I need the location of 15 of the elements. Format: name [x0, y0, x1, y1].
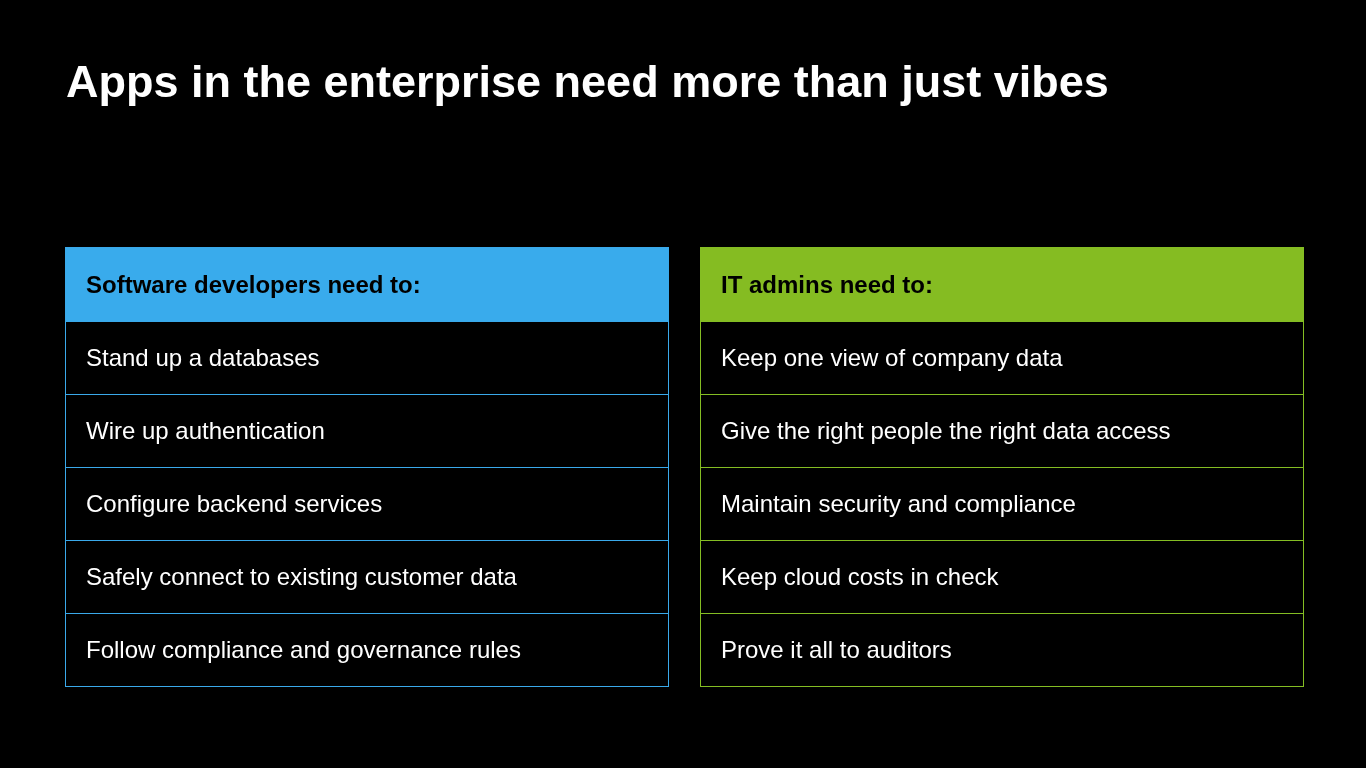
header-cell: IT admins need to:	[701, 248, 1303, 321]
table-box	[700, 247, 1304, 687]
table-cell: Give the right people the right data access	[701, 394, 1303, 467]
table-cell: Maintain security and compliance	[701, 467, 1303, 540]
table-cell: Wire up authentication	[66, 394, 668, 467]
slide-title: Apps in the enterprise need more than just vibes	[66, 55, 1109, 109]
table-cell: Stand up a databases	[66, 321, 668, 394]
table-cell: Configure backend services	[66, 467, 668, 540]
header-cell: Software developers need to:	[66, 248, 668, 321]
table-cell: Keep cloud costs in check	[701, 540, 1303, 613]
table-cell: Safely connect to existing customer data	[66, 540, 668, 613]
table-cell: Follow compliance and governance rules	[66, 613, 668, 686]
table-cell: Prove it all to auditors	[701, 613, 1303, 686]
table-box	[65, 247, 669, 687]
table-cell: Keep one view of company data	[701, 321, 1303, 394]
